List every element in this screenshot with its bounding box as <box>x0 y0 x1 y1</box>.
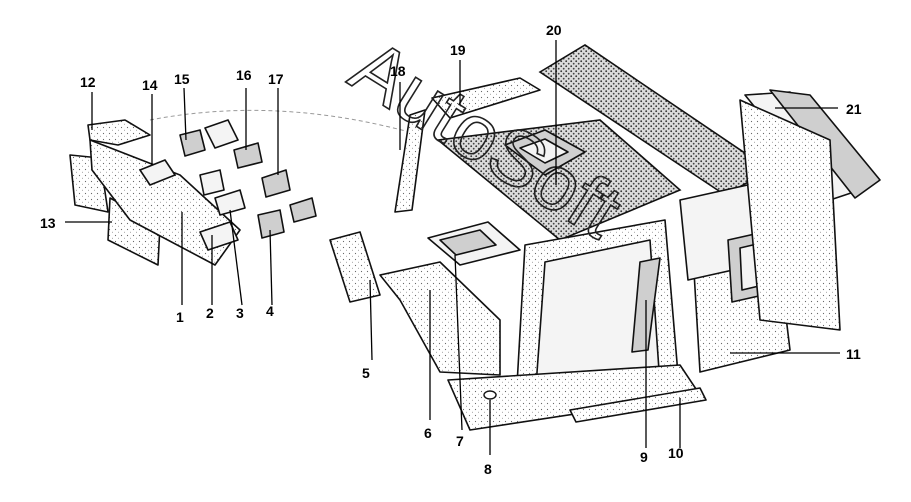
leader-4 <box>269 229 273 306</box>
callout-2: 2 <box>206 305 214 321</box>
callout-5: 5 <box>362 365 370 381</box>
seat-cushion-6 <box>379 261 501 376</box>
callout-19: 19 <box>450 42 466 58</box>
seat-back-5 <box>329 231 381 303</box>
cover-piece <box>204 119 239 149</box>
callout-16: 16 <box>236 67 252 83</box>
callout-14: 14 <box>142 77 158 93</box>
callout-18: 18 <box>390 63 406 79</box>
leader-3 <box>229 209 243 306</box>
clip-piece <box>199 169 225 196</box>
callout-10: 10 <box>668 445 684 461</box>
callout-9: 9 <box>640 449 648 465</box>
callout-21: 21 <box>846 101 862 117</box>
callout-15: 15 <box>174 71 190 87</box>
callout-12: 12 <box>80 74 96 90</box>
dash-plate-14 <box>139 159 176 186</box>
callout-3: 3 <box>236 305 244 321</box>
grille-17a <box>261 169 291 198</box>
box-7-top <box>439 229 497 256</box>
roof-mesh-front <box>436 119 682 241</box>
callout-1: 1 <box>176 309 184 325</box>
drain-plug-8 <box>483 390 497 400</box>
leader-lines <box>65 40 840 455</box>
roof-front-strip <box>431 77 541 119</box>
leader-7 <box>454 254 463 431</box>
explode-arc <box>149 109 421 136</box>
pad-4 <box>257 209 285 239</box>
callout-7: 7 <box>456 433 464 449</box>
callout-8: 8 <box>484 461 492 477</box>
grille-17b <box>289 197 317 223</box>
callout-17: 17 <box>268 71 284 87</box>
callout-labels: 1 2 3 4 5 6 7 8 9 10 11 12 13 14 15 16 1… <box>40 22 862 477</box>
sill-strip-10 <box>569 387 707 423</box>
callout-6: 6 <box>424 425 432 441</box>
callout-11: 11 <box>846 346 861 362</box>
callout-4: 4 <box>266 303 274 319</box>
callout-13: 13 <box>40 215 56 231</box>
pillar-trim <box>394 109 426 213</box>
leader-5 <box>369 279 373 361</box>
leader-15 <box>183 87 187 141</box>
dash-panel-12 <box>87 119 151 146</box>
bracket-2 <box>199 221 239 251</box>
callout-20: 20 <box>546 22 562 38</box>
grille-16 <box>233 142 263 169</box>
bracket-3 <box>214 189 246 216</box>
panel-21-large <box>739 99 841 331</box>
switch-15 <box>179 129 206 157</box>
